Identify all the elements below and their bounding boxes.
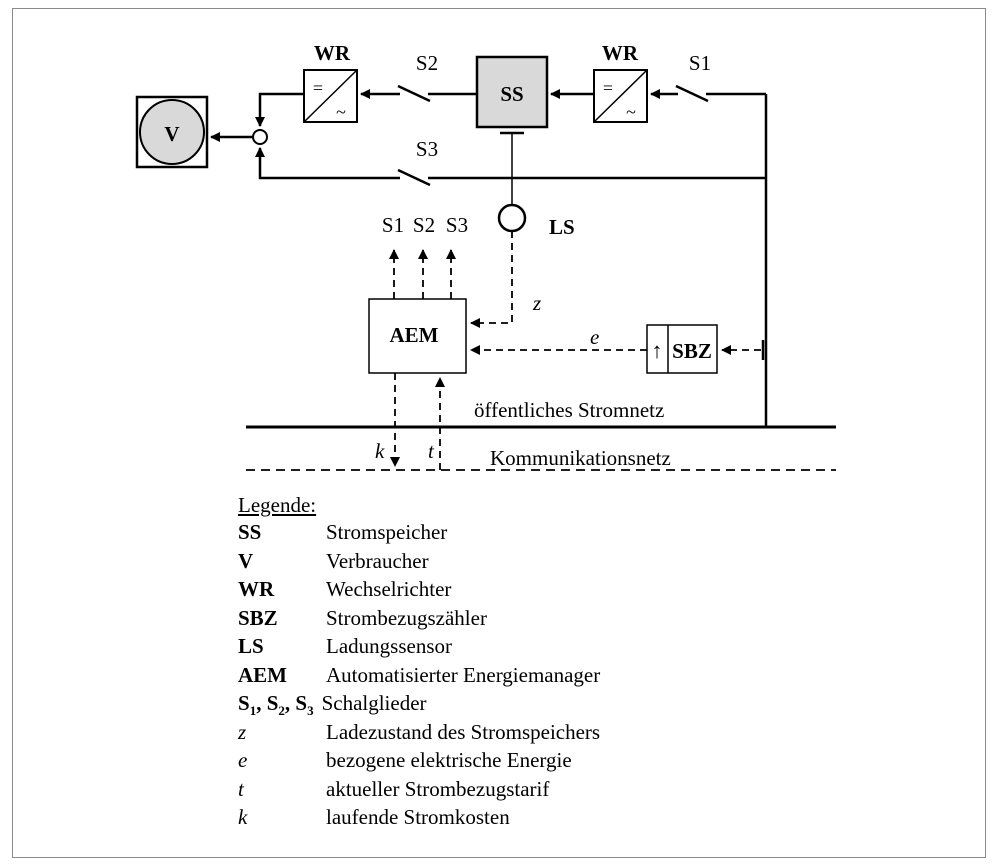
charge-sensor-label: LS [549,215,575,239]
legend-desc: Strombezugszähler [326,605,487,630]
signal-z-line [470,231,513,328]
legend-row: V Verbraucher [238,547,600,576]
inverter-left-block: = ~ WR [303,41,358,123]
legend-row: t aktueller Strombezugstarif [238,775,600,804]
legend-desc: Automatisierter Energiemanager [326,662,601,687]
legend-row: SS Stromspeicher [238,518,600,547]
legend-desc: Ladezustand des Stromspeichers [326,719,601,744]
aem-output-s3: S3 [446,213,468,237]
legend-row: k laufende Stromkosten [238,803,600,832]
meter-block: ↑ SBZ [646,324,718,374]
top-power-line [255,84,768,427]
inverter-left-label: WR [314,41,351,65]
legend-desc: Stromspeicher [326,520,448,544]
legend-row: AEM Automatisierter Energiemanager [238,661,600,690]
meter-arrow: ↑ [652,338,663,363]
legend-key: t [238,776,244,801]
legend-row: LS Ladungssensor [238,632,600,661]
legend-desc: aktueller Strombezugstarif [326,776,550,801]
energy-manager-block: AEM [368,298,467,374]
consumer-label: V [164,122,179,146]
legend-row: SBZ Strombezugszähler [238,604,600,633]
legend-row: e bezogene elektrische Energie [238,746,600,775]
bypass-line-s3 [255,147,766,187]
junction-node [252,129,268,145]
legend-row: WR Wechselrichter [238,575,600,604]
legend-desc: Wechselrichter [326,577,452,601]
legend-desc: bezogene elektrische Energie [326,748,572,772]
switch-s1-label: S1 [689,51,711,75]
legend-key: k [238,805,248,829]
signal-z-label: z [532,291,541,315]
signal-e-label: e [590,325,599,349]
legend-key: V [238,548,254,573]
legend-desc: Verbraucher [326,548,429,573]
legend-key: S1, S2, S3 [238,691,314,719]
legend-key: LS [238,634,264,658]
communication-network-label: Kommunikationsnetz [490,446,671,470]
aem-output-s2: S2 [413,213,435,237]
ac-symbol: ~ [626,102,636,122]
inverter-right-block: = ~ WR [593,41,648,123]
consumer-block: V [135,95,209,169]
aem-output-s1: S1 [382,213,404,237]
legend-row: z Ladezustand des Stromspeichers [238,718,600,747]
legend-key: SS [238,520,262,544]
dc-symbol: = [603,78,613,98]
legend-row-switches: S1, S2, S3 Schalglieder [238,689,600,718]
dc-symbol: = [313,78,323,98]
switch-s3-label: S3 [416,137,438,161]
inverter-right-label: WR [602,41,639,65]
legend-key: e [238,748,248,772]
switch-s2-label: S2 [416,51,438,75]
ac-symbol: ~ [336,102,346,122]
aem-switch-outputs [389,249,456,299]
legend-desc: Ladungssensor [326,634,452,658]
charge-sensor: LS [497,133,575,239]
legend-key: z [238,719,247,744]
power-grid-label: öffentliches Stromnetz [474,398,664,422]
energy-manager-label: AEM [390,323,439,347]
signal-k-label: k [375,439,385,463]
signal-t-label: t [428,439,435,463]
figure-frame [12,8,986,858]
legend-key: SBZ [238,605,278,630]
legend-key: WR [238,577,275,601]
storage-label: SS [500,82,523,106]
meter-label: SBZ [672,339,712,363]
legend-key: AEM [238,662,287,687]
legend-desc: Schalglieder [321,691,427,715]
legend-desc: laufende Stromkosten [326,805,510,829]
storage-block: SS [475,55,549,135]
legend-title: Legende: [238,493,317,517]
